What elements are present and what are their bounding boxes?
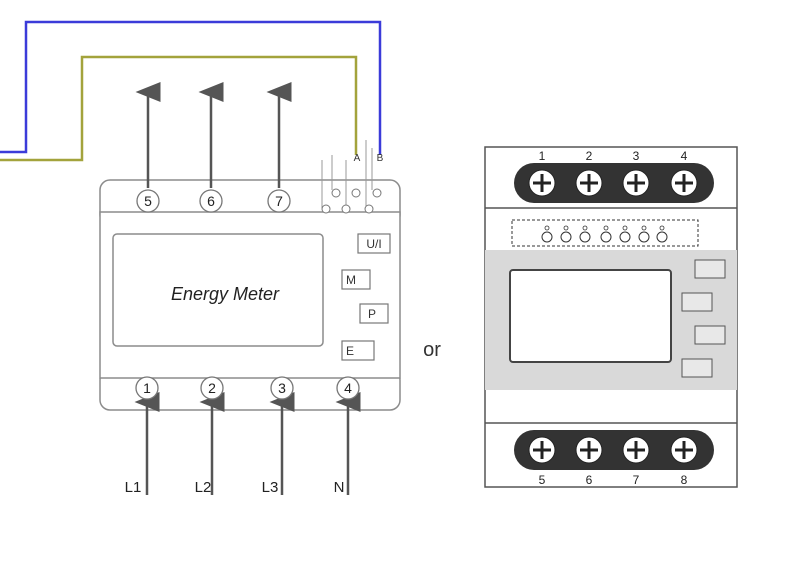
io-terminal <box>656 231 668 243</box>
terminal-1-label: 1 <box>143 380 151 396</box>
blue-comm-wire <box>0 20 382 155</box>
right-top-terminal-label: 2 <box>586 149 593 163</box>
io-terminal <box>541 231 553 243</box>
io-terminal <box>579 231 591 243</box>
comm-label-b: B <box>377 153 384 164</box>
button-p-label: P <box>368 307 376 321</box>
left-energy-meter: Energy Meter U/I M P E 5 6 7 1 2 3 4 A B <box>99 82 401 496</box>
terminal-4 <box>336 376 360 400</box>
io-terminal <box>638 231 650 243</box>
io-terminal <box>600 231 612 243</box>
meter-display-label: Energy Meter <box>171 284 280 304</box>
terminal-3-label: 3 <box>278 380 286 396</box>
right-meter-display <box>509 269 672 363</box>
terminal-4-label: 4 <box>344 380 352 396</box>
meter-display <box>112 233 324 347</box>
terminal-2 <box>200 376 224 400</box>
right-top-terminal-label: 1 <box>539 149 546 163</box>
button-u-i[interactable] <box>357 233 391 254</box>
right-top-terminal-strip <box>514 163 714 203</box>
olive-comm-wire <box>0 55 358 162</box>
io-terminal <box>560 231 572 243</box>
terminal-1 <box>135 376 159 400</box>
terminal-5 <box>136 189 160 213</box>
button-u-i-label: U/I <box>366 237 381 251</box>
right-bottom-terminal-label: 6 <box>586 473 593 487</box>
or-separator: or <box>423 339 441 361</box>
right-bottom-terminal-label: 7 <box>633 473 640 487</box>
button-m[interactable] <box>341 269 371 290</box>
line-label-l2: L2 <box>195 479 212 496</box>
right-bottom-terminal-label: 8 <box>681 473 688 487</box>
right-top-terminal-label: 3 <box>633 149 640 163</box>
right-energy-meter: 1 2 3 4 5 6 7 8 <box>484 146 738 488</box>
terminal-2-label: 2 <box>208 380 216 396</box>
button-p[interactable] <box>359 303 389 324</box>
button-e[interactable] <box>341 340 375 361</box>
comm-terminal-block: A B <box>321 140 384 214</box>
io-terminal <box>619 231 631 243</box>
right-top-terminal-label: 4 <box>681 149 688 163</box>
terminal-3 <box>270 376 294 400</box>
line-label-l1: L1 <box>125 479 142 496</box>
comm-label-a: A <box>354 153 361 164</box>
right-io-terminal-block <box>511 219 699 247</box>
line-label-l3: L3 <box>262 479 279 496</box>
terminal-5-label: 5 <box>144 193 152 209</box>
line-label-n: N <box>334 479 345 496</box>
terminal-6 <box>199 189 223 213</box>
button-m-label: M <box>346 273 356 287</box>
terminal-6-label: 6 <box>207 193 215 209</box>
right-button-1[interactable] <box>694 259 726 279</box>
right-button-3[interactable] <box>694 325 726 345</box>
button-e-label: E <box>346 344 354 358</box>
right-button-4[interactable] <box>681 358 713 378</box>
terminal-7 <box>267 189 291 213</box>
right-button-2[interactable] <box>681 292 713 312</box>
terminal-7-label: 7 <box>275 193 283 209</box>
right-bottom-terminal-label: 5 <box>539 473 546 487</box>
right-bottom-terminal-strip <box>514 430 714 470</box>
